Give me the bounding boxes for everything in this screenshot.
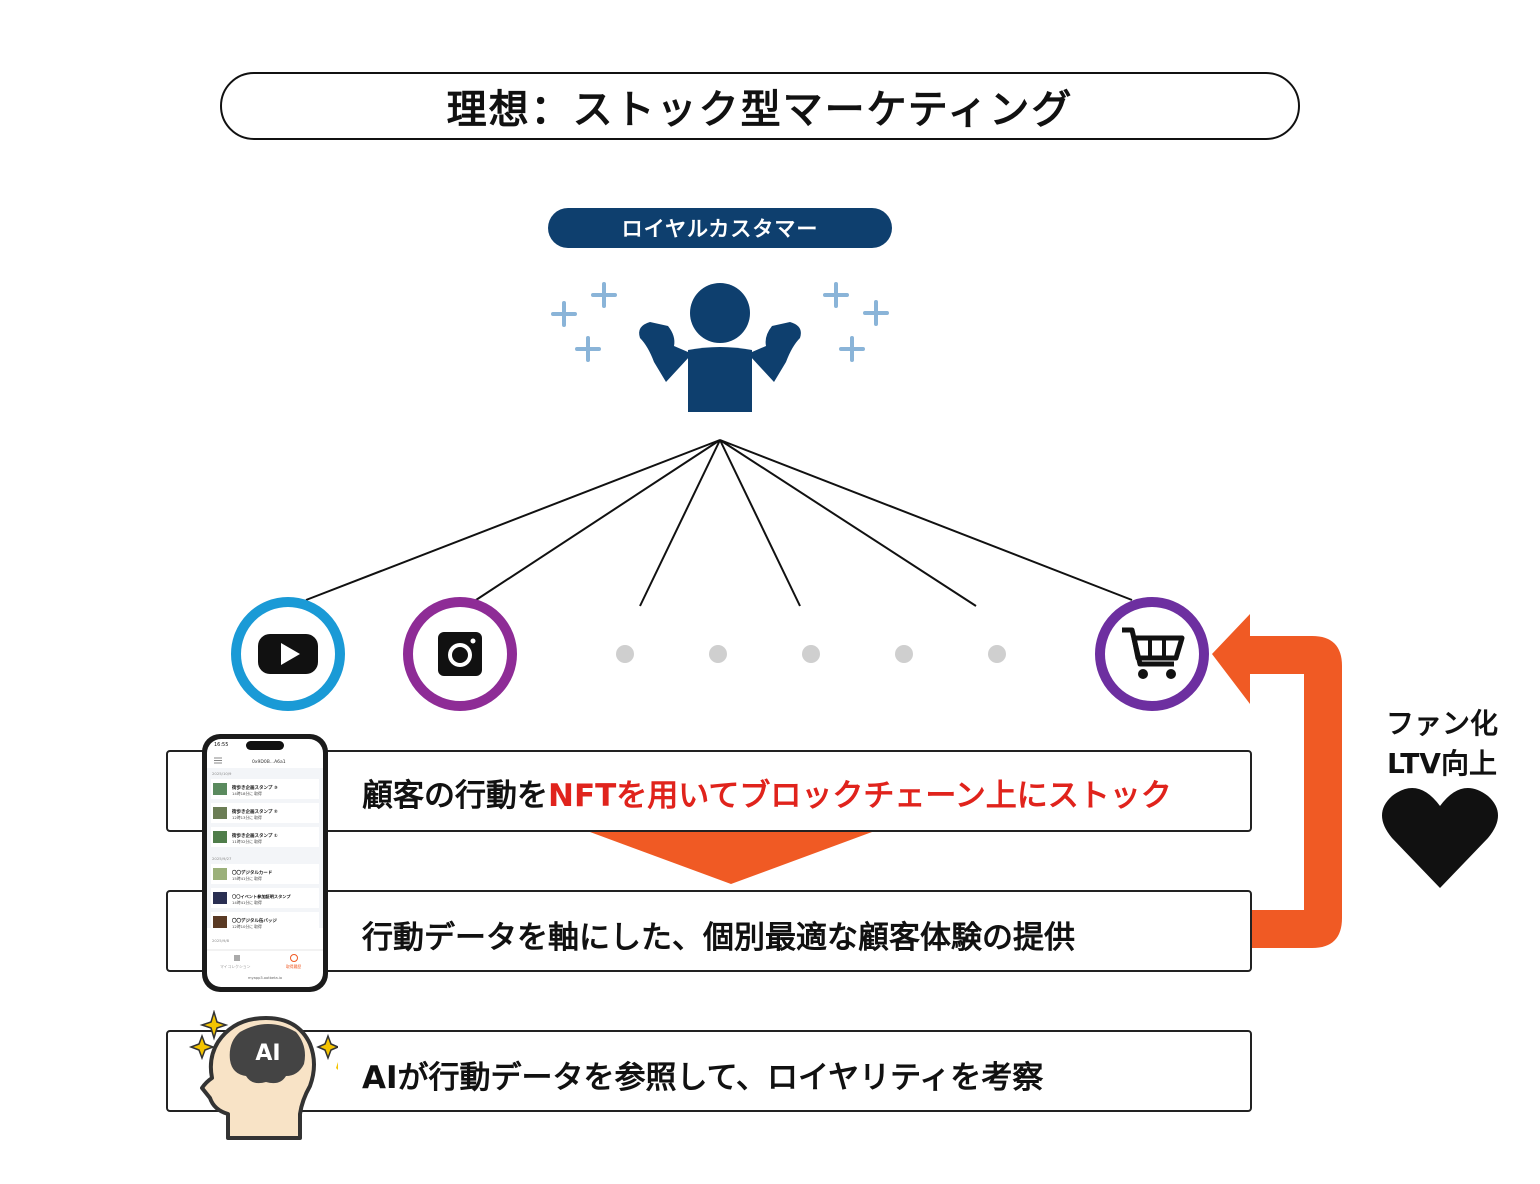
diagram-title: 理想：ストック型マーケティング <box>220 72 1300 140</box>
instagram-icon <box>403 597 517 711</box>
phone-item-title: 〇〇イベント参加証明スタンプ <box>232 893 291 900</box>
row-nft-text: 顧客の行動をNFTを用いてブロックチェーン上にストック <box>362 770 1172 815</box>
side-label-fan: ファン化 <box>1385 707 1498 740</box>
ai-head-label: AI <box>255 1041 280 1066</box>
phone-time: 16:55 <box>214 742 228 748</box>
phone-item-title: 街歩き企画スタンプ ② <box>231 808 278 815</box>
down-arrow <box>590 832 872 884</box>
phone-tab-history: 取得履歴 <box>286 964 301 969</box>
row-nft-prefix: 顧客の行動を <box>362 778 548 814</box>
phone-item-sub: 14時41分に 取得 <box>232 900 262 905</box>
row-experience <box>166 890 1252 972</box>
phone-date-2: 2025/9/27 <box>212 856 232 861</box>
row-nft-highlight: NFTを用いてブロックチェーン上にストック <box>548 778 1172 814</box>
side-label-ltv: LTV向上 <box>1387 747 1497 780</box>
youtube-icon <box>231 597 345 711</box>
smartphone-icon: 16:55 0x9D0B...A6a1 2025/10/9 街歩き企画スタンプ … <box>202 734 328 992</box>
loop-arrow <box>1212 614 1342 948</box>
phone-item-sub: 12時13分に 取得 <box>232 815 262 820</box>
phone-item-sub: 12時10分に 取得 <box>232 924 262 929</box>
heart-icon <box>1382 788 1498 888</box>
phone-item-sub: 14時18分に 取得 <box>232 791 262 796</box>
phone-item-title: 〇〇デジタル缶バッジ <box>232 917 277 924</box>
phone-item-title: 〇〇デジタルカード <box>232 869 273 876</box>
phone-list-1: 街歩き企画スタンプ ③ 14時18分に 取得 街歩き企画スタンプ ② 12時13… <box>211 779 319 847</box>
phone-item-sub: 11時32分に 取得 <box>232 839 262 844</box>
sparkle-icon <box>551 282 889 362</box>
row-ai-text: AIが行動データを参照して、ロイヤリティを考察 <box>362 1060 1044 1096</box>
ai-sparkle-icon <box>188 1010 338 1070</box>
phone-date-3: 2025/9/8 <box>212 938 230 943</box>
phone-item-title: 街歩き企画スタンプ ① <box>231 832 278 839</box>
channel-dots <box>616 645 1006 663</box>
row-ai <box>166 1030 1252 1112</box>
side-label: ファン化 LTV向上 <box>1372 704 1512 784</box>
loyal-customer-label: ロイヤルカスタマー <box>548 208 892 248</box>
phone-item-title: 街歩き企画スタンプ ③ <box>231 784 278 791</box>
phone-item-sub: 15時41分に 取得 <box>232 876 262 881</box>
phone-header: 0x9D0B...A6a1 <box>252 759 286 765</box>
row-experience-text: 行動データを軸にした、個別最適な顧客体験の提供 <box>362 920 1075 956</box>
cart-icon <box>1095 597 1209 711</box>
phone-date-1: 2025/10/9 <box>212 771 232 776</box>
ai-head-icon: AI <box>188 1010 338 1140</box>
connection-lines <box>305 439 1133 607</box>
phone-list-2: 〇〇デジタルカード 15時41分に 取得 〇〇イベント参加証明スタンプ 14時4… <box>211 864 319 932</box>
row-nft-stock <box>166 750 1252 832</box>
phone-tab-collection: マイコレクション <box>220 964 251 969</box>
phone-url: myapp3.ootbeta.io <box>248 976 282 980</box>
person-icon <box>639 283 801 412</box>
